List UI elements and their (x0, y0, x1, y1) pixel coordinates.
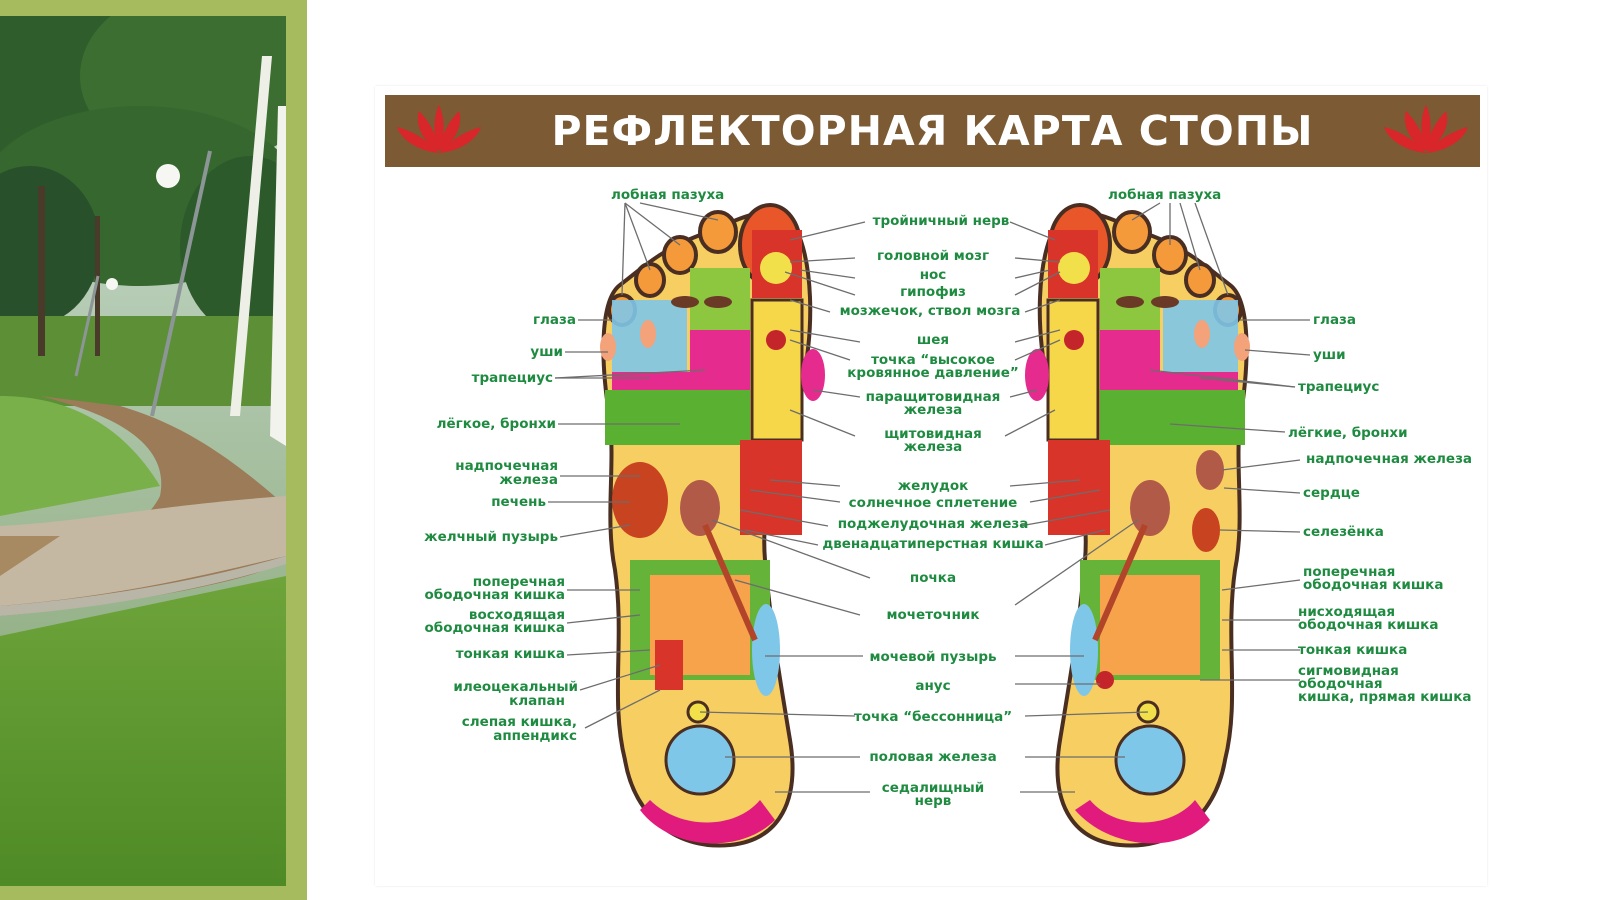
label-thyroid-1: щитовидная (884, 426, 982, 442)
label-solar-plexus: солнечное сплетение (848, 495, 1018, 511)
label-right-transverse-2: ободочная кишка (1303, 577, 1444, 593)
label-left-transverse-2: ободочная кишка (424, 587, 565, 603)
label-stomach: желудок (897, 478, 969, 494)
label-left-lung: лёгкое, бронхи (436, 416, 556, 432)
label-descending-2: ободочная кишка (1298, 617, 1439, 633)
left-foot (600, 203, 825, 848)
label-duodenum: двенадцатиперстная кишка (822, 536, 1044, 552)
photo-frame (0, 0, 307, 900)
label-left-ears: уши (530, 344, 563, 360)
label-sigmoid-1: сигмовидная (1298, 663, 1399, 679)
label-left-adrenal-1: надпочечная (455, 458, 558, 474)
label-thyroid-2: железа (903, 439, 963, 455)
label-trigeminal-nerve: тройничный нерв (872, 213, 1010, 229)
label-sigmoid-2: ободочная (1298, 676, 1383, 692)
leader-lines (548, 202, 1311, 793)
label-right-ears: уши (1313, 347, 1346, 363)
label-pancreas: поджелудочная железа (837, 516, 1029, 532)
label-left-ileocecal-2: клапан (509, 693, 565, 709)
label-left-cecum-2: аппендикс (493, 728, 577, 744)
label-left-ascending-2: ободочная кишка (424, 620, 565, 636)
right-foot (1025, 203, 1250, 848)
label-bladder: мочевой пузырь (869, 649, 997, 665)
label-left-adrenal-2: железа (499, 472, 558, 488)
label-pituitary: гипофиз (900, 284, 966, 300)
label-left-trapezius: трапециус (471, 370, 553, 386)
label-sex-gland: половая железа (869, 749, 997, 765)
lotus-ornament-left (397, 105, 481, 153)
label-left-liver: печень (491, 494, 546, 510)
label-right-eyes: глаза (1313, 312, 1357, 328)
label-kidney: почка (909, 570, 957, 586)
chart-title: РЕФЛЕКТОРНАЯ КАРТА СТОПЫ (551, 107, 1314, 155)
label-left-small-intestine: тонкая кишка (455, 646, 565, 662)
label-descending-1: нисходящая (1298, 604, 1396, 620)
park-path-photo (0, 16, 286, 886)
label-nose: нос (919, 267, 947, 283)
label-neck: шея (916, 332, 950, 348)
label-high-pressure-point-1: точка “высокое (871, 352, 995, 368)
label-parathyroid-1: паращитовидная (865, 389, 1001, 405)
label-left-frontal-sinus: лобная пазуха (611, 187, 725, 203)
label-brain: головной мозг (876, 248, 990, 264)
label-sigmoid-3: кишка, прямая кишка (1298, 689, 1472, 705)
label-left-ascending-1: восходящая (468, 607, 565, 623)
label-cerebellum: мозжечок, ствол мозга (839, 303, 1021, 319)
label-parathyroid-2: железа (903, 402, 963, 418)
lotus-ornament-right (1384, 105, 1468, 153)
label-left-gallbladder: желчный пузырь (424, 529, 558, 545)
label-sciatic-nerve-2: нерв (914, 793, 952, 809)
label-anus: анус (915, 678, 951, 694)
label-right-small-intestine: тонкая кишка (1298, 642, 1408, 658)
label-right-adrenal: надпочечная железа (1306, 451, 1473, 467)
label-right-frontal-sinus: лобная пазуха (1108, 187, 1222, 203)
label-left-cecum-1: слепая кишка, (461, 714, 577, 730)
label-sciatic-nerve-1: седалищный (881, 780, 985, 796)
label-left-ileocecal-1: илеоцекальный (453, 679, 578, 695)
label-left-transverse-1: поперечная (472, 574, 565, 590)
label-heart: сердце (1303, 485, 1360, 501)
label-left-eyes: глаза (532, 312, 576, 328)
label-insomnia-point: точка “бессонница” (853, 709, 1013, 725)
chart-banner: РЕФЛЕКТОРНАЯ КАРТА СТОПЫ (385, 95, 1480, 167)
label-right-trapezius: трапециус (1298, 379, 1380, 395)
label-right-transverse-1: поперечная (1303, 564, 1396, 580)
foot-reflexology-chart (375, 86, 1487, 886)
label-high-pressure-point-2: кровянное давление” (847, 365, 1019, 381)
label-ureter: мочеточник (886, 607, 980, 623)
label-spleen: селезёнка (1303, 524, 1384, 540)
label-right-lungs: лёгкие, бронхи (1288, 425, 1408, 441)
